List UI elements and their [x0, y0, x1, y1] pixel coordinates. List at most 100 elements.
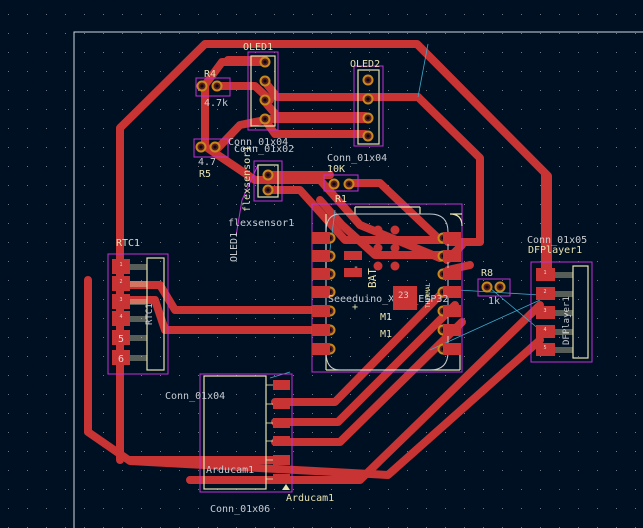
- xiao-bottom-pad[interactable]: [373, 243, 383, 253]
- grid-dot: [160, 166, 161, 167]
- xiao-left-pad[interactable]: [312, 286, 330, 298]
- xiao-bottom-pad[interactable]: [373, 261, 383, 271]
- r5-courtyard: [193, 138, 229, 158]
- grid-dot: [616, 318, 617, 319]
- grid-dot: [46, 166, 47, 167]
- xiao-bottom-pad[interactable]: [373, 225, 383, 235]
- dfplayer-value[interactable]: Conn_01x05: [527, 235, 587, 246]
- grid-dot: [540, 147, 541, 148]
- arducam-value[interactable]: Conn_01x06: [210, 504, 270, 515]
- xiao-left-pad[interactable]: [312, 324, 330, 336]
- grid-dot: [369, 33, 370, 34]
- dfplayer-pad[interactable]: [536, 343, 555, 356]
- grid-dot: [445, 223, 446, 224]
- flexsensor-rotated-ref[interactable]: flexsensor1: [242, 146, 253, 212]
- rtc-pad[interactable]: [112, 276, 130, 291]
- bat-pad-minus[interactable]: [344, 251, 362, 260]
- arducam-ref[interactable]: Arducam1: [286, 493, 334, 504]
- arducam-value2[interactable]: Conn_01x04: [165, 391, 225, 402]
- grid-dot: [369, 90, 370, 91]
- grid-dot: [521, 470, 522, 471]
- xiao-bottom-pad[interactable]: [390, 225, 400, 235]
- grid-dot: [141, 185, 142, 186]
- xiao-left-pad[interactable]: [312, 343, 330, 355]
- grid-dot: [350, 109, 351, 110]
- grid-dot: [388, 14, 389, 15]
- grid-dot: [293, 223, 294, 224]
- xiao-left-pad[interactable]: [312, 268, 330, 280]
- xiao-right-pad[interactable]: [443, 324, 461, 336]
- flexsensor-ref[interactable]: flexsensor1: [228, 218, 294, 229]
- r4-value[interactable]: 4.7k: [204, 98, 228, 109]
- grid-dot: [103, 90, 104, 91]
- grid-dot: [179, 375, 180, 376]
- r8-ref[interactable]: R8: [481, 268, 493, 279]
- xiao-thermal-pad[interactable]: [393, 286, 417, 310]
- dfplayer-ref[interactable]: DFPlayer1: [528, 245, 582, 256]
- grid-dot: [103, 185, 104, 186]
- r8-value[interactable]: 1k: [488, 296, 500, 307]
- grid-dot: [84, 71, 85, 72]
- xiao-left-pad[interactable]: [312, 232, 330, 244]
- oled1-value[interactable]: Conn_01x04: [228, 137, 288, 148]
- grid-dot: [274, 261, 275, 262]
- arducam-pad[interactable]: [273, 455, 290, 465]
- r1-ref[interactable]: R1: [335, 194, 347, 205]
- xiao-m1-ref[interactable]: M1: [380, 312, 392, 323]
- rtc-ref[interactable]: RTC1: [116, 238, 140, 249]
- oled1-rotated-ref[interactable]: OLED1: [229, 232, 240, 262]
- grid-dot: [274, 394, 275, 395]
- arducam-pad[interactable]: [273, 436, 290, 446]
- grid-dot: [502, 204, 503, 205]
- rtc-pad[interactable]: [112, 330, 130, 345]
- arducam-pad[interactable]: [273, 418, 290, 428]
- dfplayer-pad[interactable]: [536, 306, 555, 319]
- grid-dot: [388, 52, 389, 53]
- grid-dot: [502, 223, 503, 224]
- bat-pad-plus[interactable]: [344, 268, 362, 277]
- arducam-pad[interactable]: [273, 399, 290, 409]
- xiao-left-pad[interactable]: [312, 250, 330, 262]
- r4-ref[interactable]: R4: [204, 69, 216, 80]
- xiao-right-pad[interactable]: [443, 268, 461, 280]
- grid-dot: [179, 299, 180, 300]
- oled2-value[interactable]: Conn_01x04: [327, 153, 387, 164]
- grid-dot: [312, 128, 313, 129]
- grid-dot: [521, 508, 522, 509]
- dfplayer-pad[interactable]: [536, 268, 555, 281]
- arducam-pad[interactable]: [273, 380, 290, 390]
- oled2-ref[interactable]: OLED2: [350, 59, 380, 70]
- grid-dot: [407, 33, 408, 34]
- oled1-ref[interactable]: OLED1: [243, 42, 273, 53]
- grid-dot: [122, 489, 123, 490]
- r5-value[interactable]: 4.7: [198, 157, 216, 168]
- xiao-right-pad[interactable]: [443, 343, 461, 355]
- grid-dot: [141, 90, 142, 91]
- xiao-bottom-pad[interactable]: [390, 261, 400, 271]
- grid-dot: [616, 413, 617, 414]
- grid-dot: [8, 90, 9, 91]
- xiao-m1-value[interactable]: M1: [380, 329, 392, 340]
- dfplayer-pad[interactable]: [536, 287, 555, 300]
- grid-dot: [255, 33, 256, 34]
- flexsensor-value[interactable]: Conn_01x02: [234, 144, 294, 155]
- rtc-silk: RTC1: [145, 303, 155, 325]
- xiao-right-pad[interactable]: [443, 232, 461, 244]
- arducam-pad[interactable]: [273, 474, 290, 484]
- rtc-pad[interactable]: [112, 311, 130, 326]
- grid-dot: [540, 356, 541, 357]
- r1-value[interactable]: 10K: [327, 164, 345, 175]
- grid-dot: [559, 33, 560, 34]
- xiao-bottom-pad[interactable]: [390, 243, 400, 253]
- rtc-pad[interactable]: [112, 350, 130, 365]
- xiao-right-pad[interactable]: [443, 305, 461, 317]
- dfplayer-pad[interactable]: [536, 325, 555, 338]
- r5-ref[interactable]: R5: [199, 169, 211, 180]
- rtc-pad[interactable]: [112, 294, 130, 309]
- xiao-right-pad[interactable]: [443, 286, 461, 298]
- xiao-left-pad[interactable]: [312, 305, 330, 317]
- rtc-pad[interactable]: [112, 259, 130, 274]
- xiao-right-pad[interactable]: [443, 250, 461, 262]
- grid-dot: [426, 14, 427, 15]
